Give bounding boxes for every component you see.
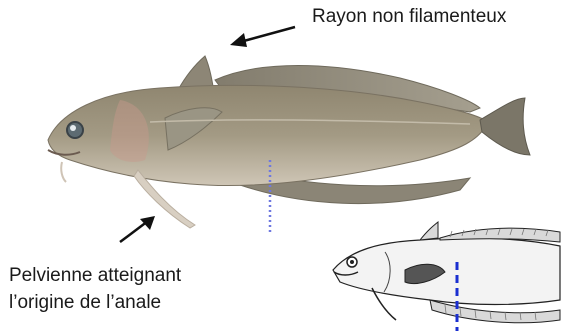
fish-sketch-illustration [333, 222, 560, 331]
tail-fin [480, 98, 530, 155]
annotation-bottom-line2: l’origine de l’anale [9, 289, 181, 316]
annotation-bottom-line1: Pelvienne atteignant [9, 262, 181, 289]
fish-photo [48, 56, 530, 232]
sketch-dorsal-fin [420, 222, 560, 242]
sketch-body [333, 238, 560, 305]
barbel [61, 162, 66, 182]
annotation-bottom-label: Pelvienne atteignant l’origine de l’anal… [9, 262, 181, 316]
arrow-top [230, 27, 295, 47]
arrow-bottom [120, 216, 155, 242]
annotation-top-label: Rayon non filamenteux [312, 6, 506, 28]
